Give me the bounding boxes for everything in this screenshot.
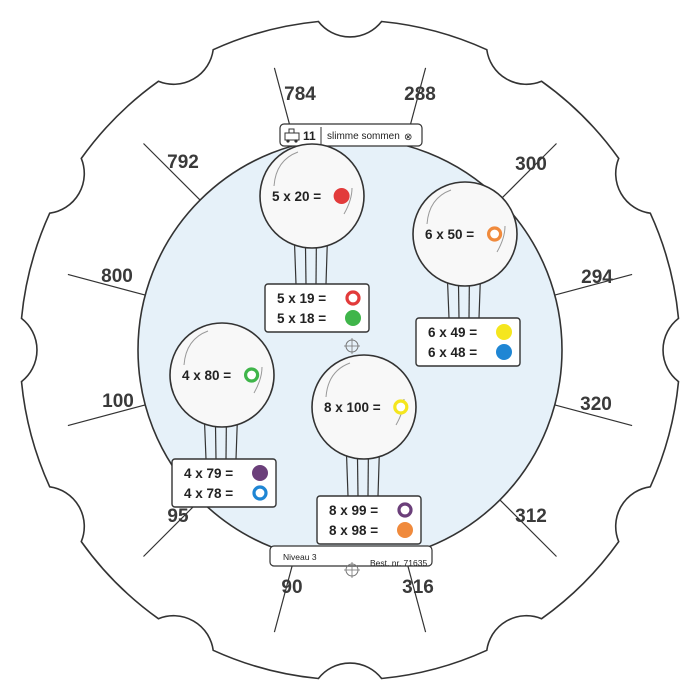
answer-800[interactable]: 800 [101, 266, 133, 287]
sector-divider [273, 554, 296, 633]
basket-box [264, 283, 370, 333]
answer-100[interactable]: 100 [102, 391, 134, 412]
sector-divider [67, 404, 146, 427]
answer-90[interactable]: 90 [281, 577, 302, 598]
balloon-equation: 8 x 100 = [324, 400, 381, 415]
answer-288[interactable]: 288 [404, 84, 436, 105]
answer-294[interactable]: 294 [581, 267, 613, 288]
color-marker [252, 465, 268, 481]
basket-box [171, 458, 277, 508]
basket-equation: 4 x 79 = [184, 466, 233, 481]
balloon-sphere [311, 354, 417, 460]
basket-equation: 8 x 98 = [329, 523, 378, 538]
sector-divider [143, 143, 201, 201]
balloon-equation: 5 x 20 = [272, 189, 321, 204]
balloon-1: 5 x 20 = 5 x 19 = 5 x 18 = [259, 143, 370, 333]
color-marker [487, 226, 503, 242]
basket-equation: 5 x 19 = [277, 291, 326, 306]
footer-label: Niveau 3 Best. nr. 71635 [269, 545, 433, 568]
bottom-crosshair-icon [344, 562, 360, 578]
color-marker [345, 310, 361, 326]
answer-312[interactable]: 312 [515, 506, 547, 527]
answer-300[interactable]: 300 [515, 154, 547, 175]
header-label: 11 slimme sommen ⊗ [279, 123, 423, 147]
exercise-number: 11 [303, 129, 316, 143]
balloon-3: 4 x 80 = 4 x 79 = 4 x 78 = [169, 322, 277, 508]
level-label: Niveau 3 [283, 552, 317, 562]
answer-784[interactable]: 784 [284, 84, 316, 105]
sector-divider [67, 273, 146, 296]
exercise-title: slimme sommen [327, 131, 400, 142]
answer-320[interactable]: 320 [580, 394, 612, 415]
basket-equation: 6 x 49 = [428, 325, 477, 340]
balloon-4: 8 x 100 = 8 x 99 = 8 x 98 = [311, 354, 422, 545]
sector-divider [499, 499, 557, 557]
sector-divider [404, 554, 427, 633]
basket-box [415, 317, 521, 367]
order-number: Best. nr. 71635 [370, 558, 427, 568]
color-marker [496, 344, 512, 360]
center-crosshair-icon [344, 338, 360, 354]
basket-equation: 5 x 18 = [277, 311, 326, 326]
balloon-equation: 6 x 50 = [425, 227, 474, 242]
basket-box [316, 495, 422, 545]
color-marker [397, 522, 413, 538]
basket-equation: 8 x 99 = [329, 503, 378, 518]
color-marker [397, 502, 413, 518]
balloon-2: 6 x 50 = 6 x 49 = 6 x 48 = [412, 181, 521, 367]
balloons: 5 x 20 = 5 x 19 = 5 x 18 = 6 x 50 = 6 x 49 =… [169, 143, 521, 545]
sector-divider [143, 499, 201, 557]
balloon-sphere [259, 143, 365, 249]
sector-divider [499, 143, 557, 201]
color-marker [252, 485, 268, 501]
train-icon [284, 128, 300, 143]
balloon-sphere [169, 322, 275, 428]
close-icon[interactable]: ⊗ [404, 132, 412, 143]
color-marker [496, 324, 512, 340]
color-marker [345, 290, 361, 306]
color-marker [333, 188, 350, 204]
balloon-sphere [412, 181, 518, 287]
color-marker [244, 367, 260, 383]
color-marker [393, 399, 409, 415]
answer-sectors: 784 288 300 294 320 312 316 90 95 100 800 792 [101, 84, 613, 598]
sector-divider [554, 404, 633, 427]
sector-divider [554, 273, 633, 296]
answer-316[interactable]: 316 [402, 577, 434, 598]
balloon-equation: 4 x 80 = [182, 368, 231, 383]
answer-95[interactable]: 95 [167, 506, 189, 527]
answer-792[interactable]: 792 [167, 152, 199, 173]
basket-equation: 4 x 78 = [184, 486, 233, 501]
basket-equation: 6 x 48 = [428, 345, 477, 360]
